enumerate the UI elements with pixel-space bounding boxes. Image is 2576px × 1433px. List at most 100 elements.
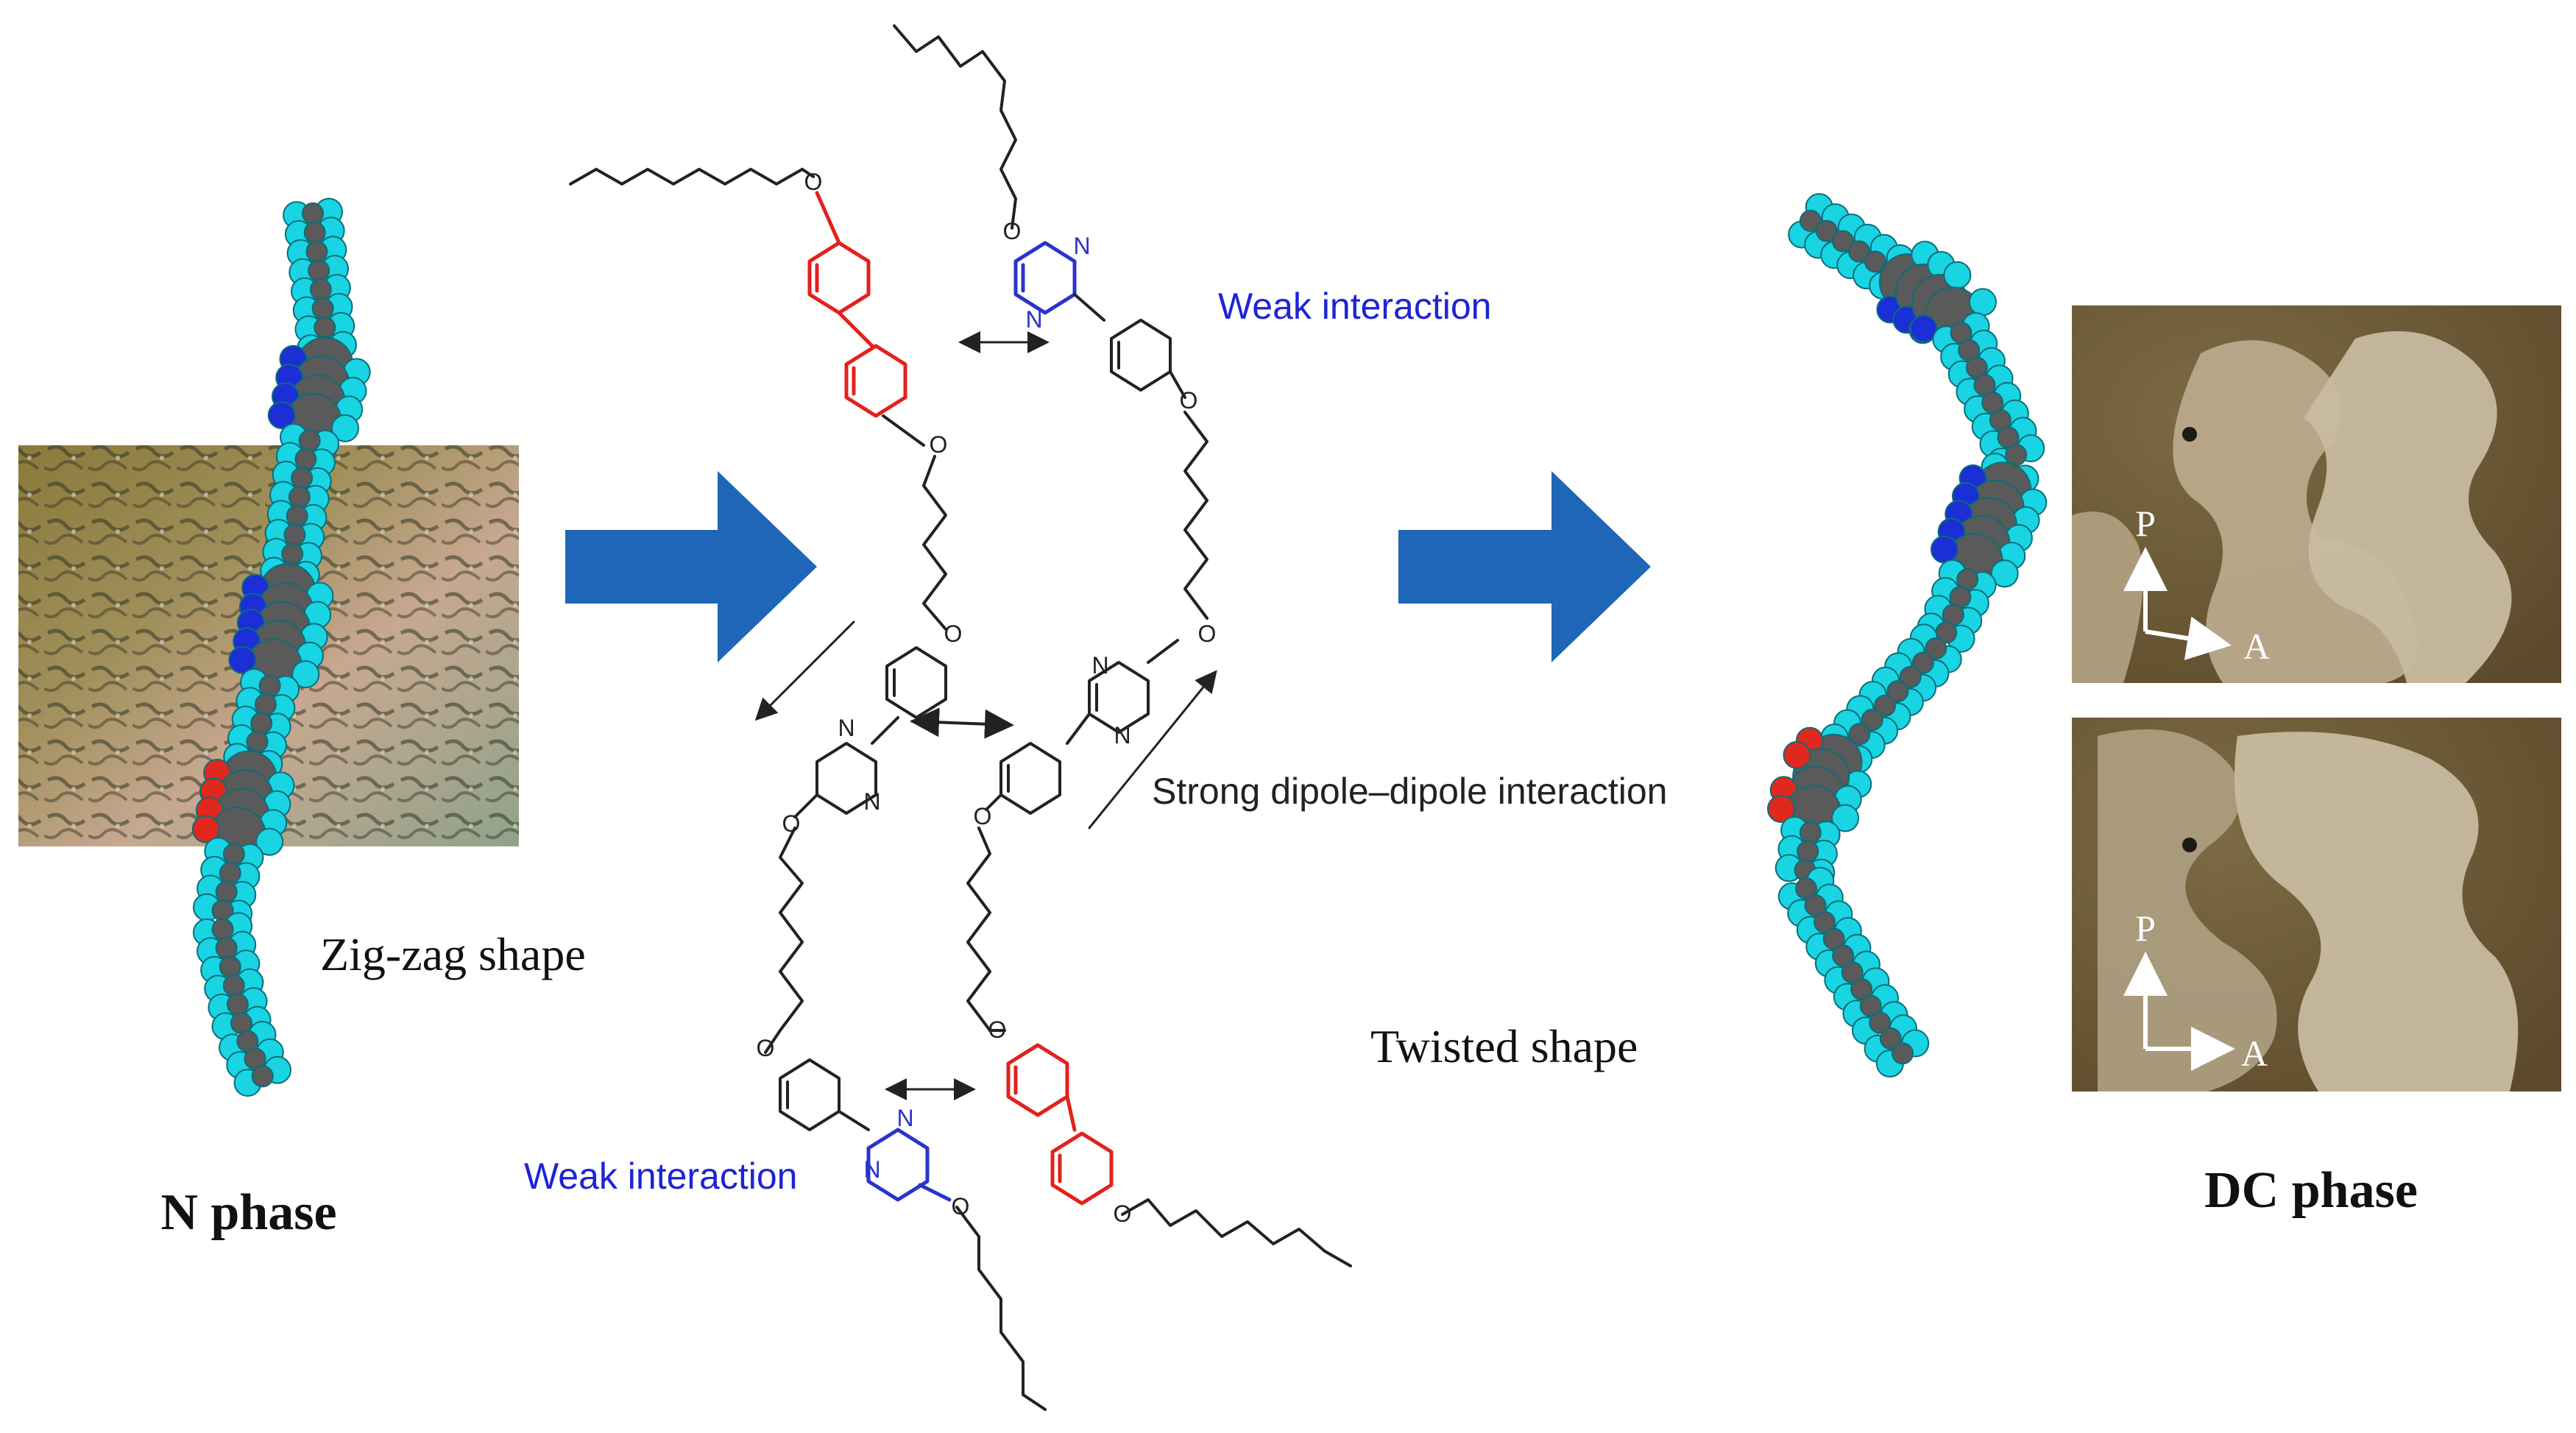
atom-sphere <box>309 278 332 301</box>
atom-sphere <box>228 645 257 674</box>
atom-sphere <box>1766 795 1795 824</box>
atom-sphere <box>1831 230 1854 252</box>
atom-sphere <box>1879 1027 1902 1050</box>
atom-sphere <box>255 827 284 856</box>
atom-o: O <box>930 431 948 458</box>
atom-sphere <box>294 447 317 470</box>
atom-sphere <box>1832 944 1855 967</box>
atom-sphere <box>211 918 234 941</box>
atom-sphere <box>298 429 321 452</box>
atom-n: N <box>896 1105 913 1131</box>
atom-sphere <box>226 993 249 1016</box>
atom-sphere <box>330 414 359 442</box>
atom-o: O <box>1198 620 1217 647</box>
atom-o: O <box>804 169 823 195</box>
atom-sphere <box>1968 288 1997 316</box>
atom-sphere <box>1814 910 1836 933</box>
atom-sphere <box>303 221 326 244</box>
atom-sphere <box>1799 821 1822 844</box>
atom-o: O <box>952 1193 970 1220</box>
strong-interaction-label: Strong dipole–dipole interaction <box>1152 771 1668 812</box>
atom-o: O <box>988 1016 1007 1043</box>
polarizer-axes-top: P A <box>2123 503 2270 667</box>
atom-sphere <box>250 712 273 735</box>
atom-sphere <box>1892 1042 1914 1065</box>
atom-sphere <box>222 974 245 997</box>
atom-sphere <box>1797 840 1819 863</box>
atom-sphere <box>1850 977 1873 1000</box>
atom-sphere <box>1864 250 1886 273</box>
atom-sphere <box>1886 680 1909 703</box>
atom-sphere <box>251 1065 274 1088</box>
dc-phase-micrograph-bottom <box>2072 718 2561 1091</box>
polarizer-label: P <box>2135 907 2156 949</box>
atom-sphere <box>1943 261 1972 289</box>
n-phase-label: N phase <box>160 1184 336 1241</box>
atom-sphere <box>1930 535 1958 564</box>
atom-sphere <box>1841 961 1864 984</box>
atom-sphere <box>1990 559 2019 588</box>
atom-sphere <box>246 730 269 753</box>
atom-sphere <box>291 660 320 689</box>
dc-phase-micrograph-top <box>2072 305 2561 683</box>
atom-o: O <box>974 803 992 829</box>
zigzag-molecule-model <box>191 197 371 1097</box>
atom-sphere <box>1847 240 1870 263</box>
atom-sphere <box>308 259 330 282</box>
atom-sphere <box>191 815 220 843</box>
atom-o: O <box>1114 1200 1132 1227</box>
atom-sphere <box>215 880 238 903</box>
atom-sphere <box>1859 994 1882 1017</box>
atom-sphere <box>1800 210 1822 232</box>
atom-sphere <box>1848 723 1871 746</box>
atom-sphere <box>1861 709 1883 732</box>
atom-sphere <box>1899 665 1922 688</box>
atom-sphere <box>286 504 308 527</box>
atom-sphere <box>1795 877 1818 900</box>
atom-sphere <box>288 486 311 509</box>
atom-sphere <box>1815 219 1838 242</box>
polarizer-label: P <box>2135 503 2156 544</box>
atom-sphere <box>1804 894 1827 917</box>
atom-sphere <box>267 401 296 430</box>
atom-n: N <box>1073 233 1090 259</box>
transition-arrow-right <box>1398 471 1651 662</box>
atom-o: O <box>1180 387 1198 414</box>
atom-n: N <box>1025 306 1042 333</box>
twisted-shape-label: Twisted shape <box>1370 1020 1638 1072</box>
atom-n: N <box>863 788 880 815</box>
atom-o: O <box>1003 218 1022 244</box>
atom-o: O <box>944 620 963 647</box>
atom-n: N <box>1114 722 1130 749</box>
atom-labels: O O O N N O O N N O O N N O O N N O O O <box>757 169 1217 1227</box>
polarizer-axes-bottom: P A <box>2123 907 2268 1074</box>
twisted-molecule-model <box>1766 193 2048 1078</box>
atom-sphere <box>1869 1011 1892 1034</box>
atom-sphere <box>305 240 328 263</box>
atom-n: N <box>838 715 854 741</box>
atom-sphere <box>254 693 277 716</box>
atom-sphere <box>258 674 281 697</box>
atom-sphere <box>281 542 304 565</box>
atom-o: O <box>757 1035 775 1061</box>
atom-n: N <box>1091 652 1108 679</box>
atom-n: N <box>863 1156 880 1183</box>
atom-sphere <box>283 523 306 546</box>
atom-sphere <box>1822 927 1845 950</box>
atom-sphere <box>1925 637 1947 659</box>
atom-sphere <box>219 955 241 978</box>
chemical-structure-diagram <box>569 24 1352 1411</box>
atom-sphere <box>1874 694 1897 717</box>
dc-phase-label: DC phase <box>2204 1162 2418 1219</box>
atom-sphere <box>291 467 314 489</box>
atom-sphere <box>1911 651 1934 674</box>
weak-interaction-label-bottom: Weak interaction <box>524 1156 797 1197</box>
atom-sphere <box>215 937 238 960</box>
analyzer-label: A <box>2243 626 2270 667</box>
atom-sphere <box>302 202 324 224</box>
atom-sphere <box>311 297 334 320</box>
atom-sphere <box>314 316 336 339</box>
atom-sphere <box>222 843 245 866</box>
